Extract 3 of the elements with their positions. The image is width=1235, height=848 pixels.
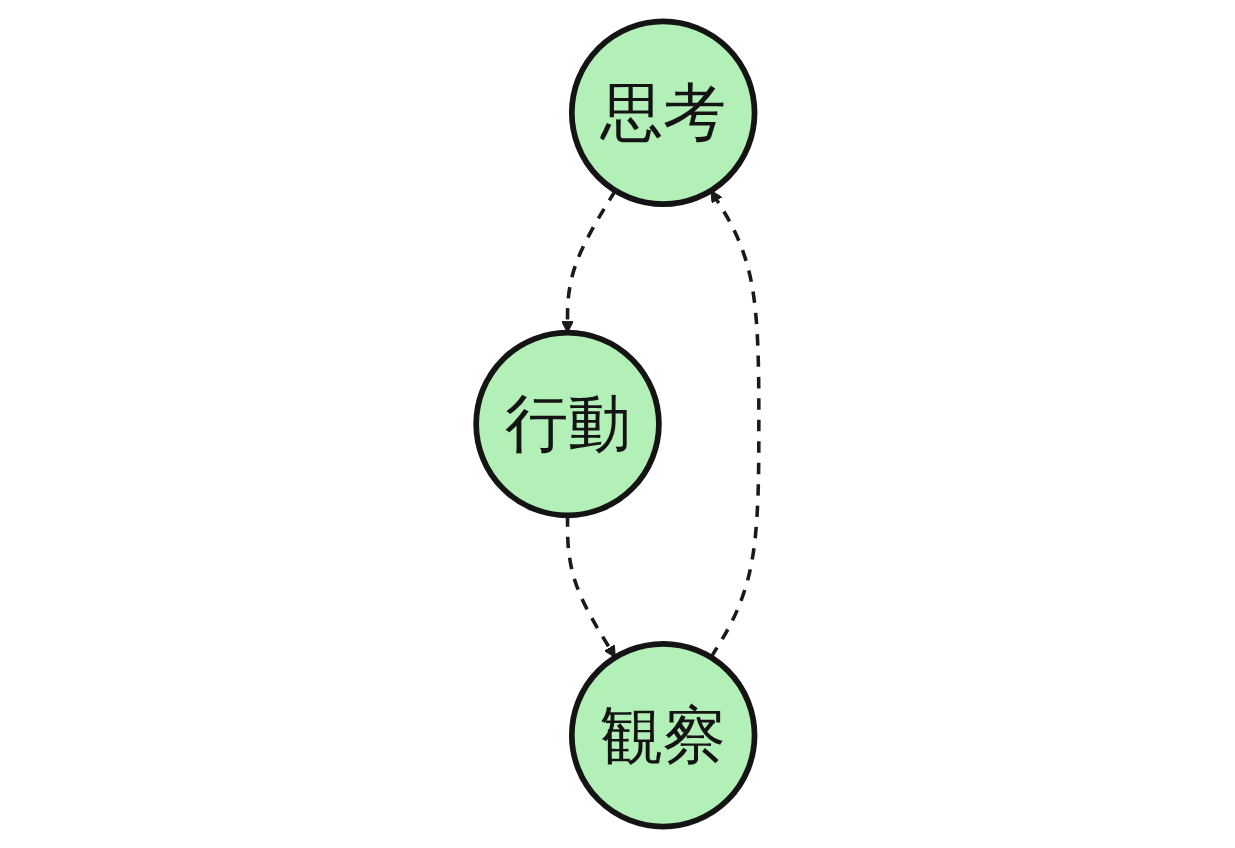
node-circle: 行動	[473, 329, 662, 519]
node-circle: 思考	[568, 18, 758, 207]
node-circle: 観察	[568, 641, 758, 830]
